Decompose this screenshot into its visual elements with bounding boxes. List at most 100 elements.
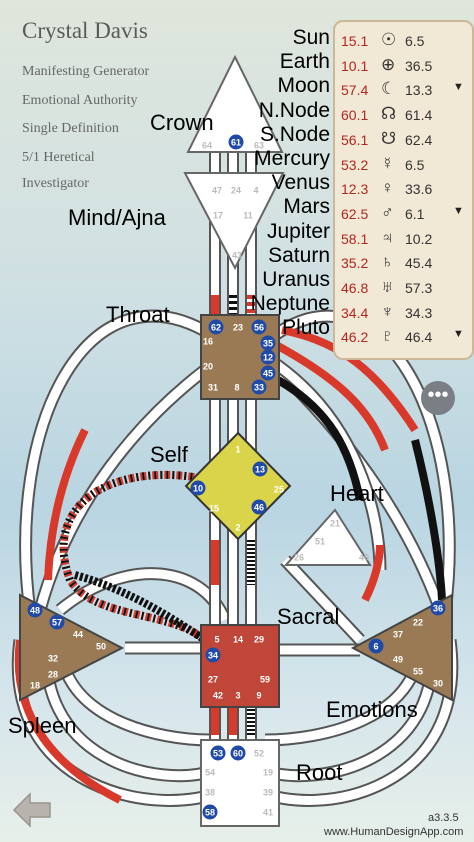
gate-10: 10 bbox=[193, 484, 203, 494]
planet-glyph-icon: ♅ bbox=[381, 277, 394, 296]
design-value: 62.5 bbox=[341, 205, 369, 222]
planet-label-jupiter: Jupiter bbox=[266, 219, 330, 243]
gate-active-marker bbox=[251, 319, 267, 335]
app-version: a3.3.5 bbox=[428, 812, 459, 824]
gate-21: 21 bbox=[330, 519, 340, 529]
gate-40: 40 bbox=[359, 553, 369, 563]
gate-active-marker bbox=[430, 600, 446, 616]
planet-glyph-icon: ☿ bbox=[381, 153, 394, 173]
planet-glyph-icon: ☊ bbox=[381, 104, 397, 124]
planet-row-earth: 10.1⊕36.5 bbox=[335, 55, 472, 79]
center-label-ajna: Mind/Ajna bbox=[68, 205, 166, 230]
gate-15: 15 bbox=[209, 504, 219, 514]
gate-53: 53 bbox=[213, 749, 223, 759]
crown-center[interactable] bbox=[186, 54, 284, 153]
gate-1: 1 bbox=[235, 445, 240, 455]
back-arrow-icon[interactable] bbox=[12, 790, 52, 830]
personality-value: 46.4 bbox=[405, 329, 433, 346]
gate-62: 62 bbox=[211, 323, 221, 333]
arrow-icon: ▼ bbox=[453, 204, 464, 217]
planet-row-snode: 56.1 ☋ 62.4 bbox=[335, 129, 472, 153]
gate-43: 43 bbox=[232, 251, 242, 261]
sacral-center[interactable] bbox=[200, 624, 280, 708]
design-value: 34.4 bbox=[341, 304, 369, 321]
more-options-button[interactable]: ••• bbox=[421, 381, 455, 415]
planet-row-uranus: 46.8♅57.3 bbox=[335, 277, 472, 301]
center-label-root: Root bbox=[296, 760, 343, 785]
design-value: 56.1 bbox=[341, 131, 369, 148]
gate-38: 38 bbox=[205, 788, 215, 798]
gate-active-marker bbox=[190, 480, 206, 496]
gate-33: 33 bbox=[254, 383, 264, 393]
gate-11: 11 bbox=[243, 211, 253, 221]
red-heart-channel bbox=[361, 544, 384, 602]
profile-line: 5/1 Heretical bbox=[22, 150, 95, 165]
footer-website-link[interactable]: www.HumanDesignApp.com bbox=[324, 826, 464, 838]
profile-name: Crystal Davis bbox=[22, 18, 148, 43]
personality-value: 33.6 bbox=[405, 181, 433, 198]
planet-glyph-icon: ♄ bbox=[381, 252, 394, 272]
planet-glyph-icon: ☋ bbox=[381, 128, 397, 148]
gate-3: 3 bbox=[235, 691, 240, 701]
gate-16: 16 bbox=[203, 337, 213, 347]
planet-row-nnode: 60.1☊61.4 bbox=[335, 104, 472, 128]
planet-row-moon: 57.4☾13.3▼ bbox=[335, 79, 472, 103]
gate-55: 55 bbox=[413, 667, 423, 677]
planet-row-pluto: 46.2♇46.4▼ bbox=[335, 326, 472, 350]
center-label-crown: Crown bbox=[150, 110, 214, 135]
planet-label-neptune: Neptune bbox=[250, 292, 330, 316]
planet-row-sun: 15.1☉6.5 bbox=[335, 30, 472, 54]
heart-center[interactable] bbox=[283, 508, 372, 566]
gate-60: 60 bbox=[233, 749, 243, 759]
gate-25: 25 bbox=[274, 485, 284, 495]
gate-active-marker bbox=[252, 461, 268, 477]
arrow-icon: ▼ bbox=[453, 328, 464, 341]
center-label-emotions: Emotions bbox=[326, 697, 418, 722]
gate-20: 20 bbox=[203, 362, 213, 372]
center-label-heart: Heart bbox=[330, 481, 384, 506]
spleen-center[interactable] bbox=[19, 593, 125, 702]
gate-19: 19 bbox=[263, 768, 273, 778]
planet-label-mars: Mars bbox=[283, 195, 330, 219]
gate-active-marker bbox=[208, 319, 224, 335]
gate-50: 50 bbox=[96, 642, 106, 652]
design-value: 58.1 bbox=[341, 230, 369, 247]
planet-row-jupiter: 58.1♃10.2 bbox=[335, 228, 472, 252]
personality-value: 34.3 bbox=[405, 304, 433, 321]
personality-value: 57.3 bbox=[405, 280, 433, 296]
ajna-center[interactable] bbox=[183, 172, 285, 271]
profile-authority: Emotional Authority bbox=[22, 93, 138, 108]
gate-44: 44 bbox=[73, 630, 83, 640]
gate-41: 41 bbox=[263, 808, 273, 818]
gate-active-marker bbox=[260, 349, 276, 365]
gate-35: 35 bbox=[263, 339, 273, 349]
planet-label-moon: Moon bbox=[277, 74, 330, 98]
gate-56: 56 bbox=[254, 323, 264, 333]
center-label-spleen: Spleen bbox=[8, 713, 77, 738]
planet-label-venus: Venus bbox=[271, 171, 330, 195]
gate-active-marker bbox=[260, 335, 276, 351]
personality-value: 6.1 bbox=[405, 205, 425, 222]
gate-2: 2 bbox=[235, 523, 240, 533]
emotions-center[interactable] bbox=[350, 593, 453, 702]
gate-42: 42 bbox=[213, 691, 223, 701]
gate-active-marker bbox=[230, 745, 246, 761]
gate-12: 12 bbox=[263, 353, 273, 363]
personality-value: 62.4 bbox=[405, 131, 433, 148]
gate-active-marker bbox=[251, 499, 267, 515]
gate-36: 36 bbox=[433, 604, 443, 614]
center-label-sacral: Sacral bbox=[277, 604, 340, 629]
personality-value: 6.5 bbox=[405, 156, 425, 173]
center-label-self: Self bbox=[150, 442, 188, 467]
striped-sacral-spleen-channel bbox=[73, 571, 208, 644]
gate-58: 58 bbox=[205, 808, 215, 818]
personality-value: 45.4 bbox=[405, 255, 433, 272]
gate-active-marker bbox=[27, 602, 43, 618]
gate-48: 48 bbox=[30, 606, 40, 616]
black-gate-45-channel bbox=[275, 376, 364, 501]
gate-32: 32 bbox=[48, 654, 58, 664]
personality-value: 6.5 bbox=[405, 33, 425, 49]
gate-active-marker bbox=[260, 365, 276, 381]
